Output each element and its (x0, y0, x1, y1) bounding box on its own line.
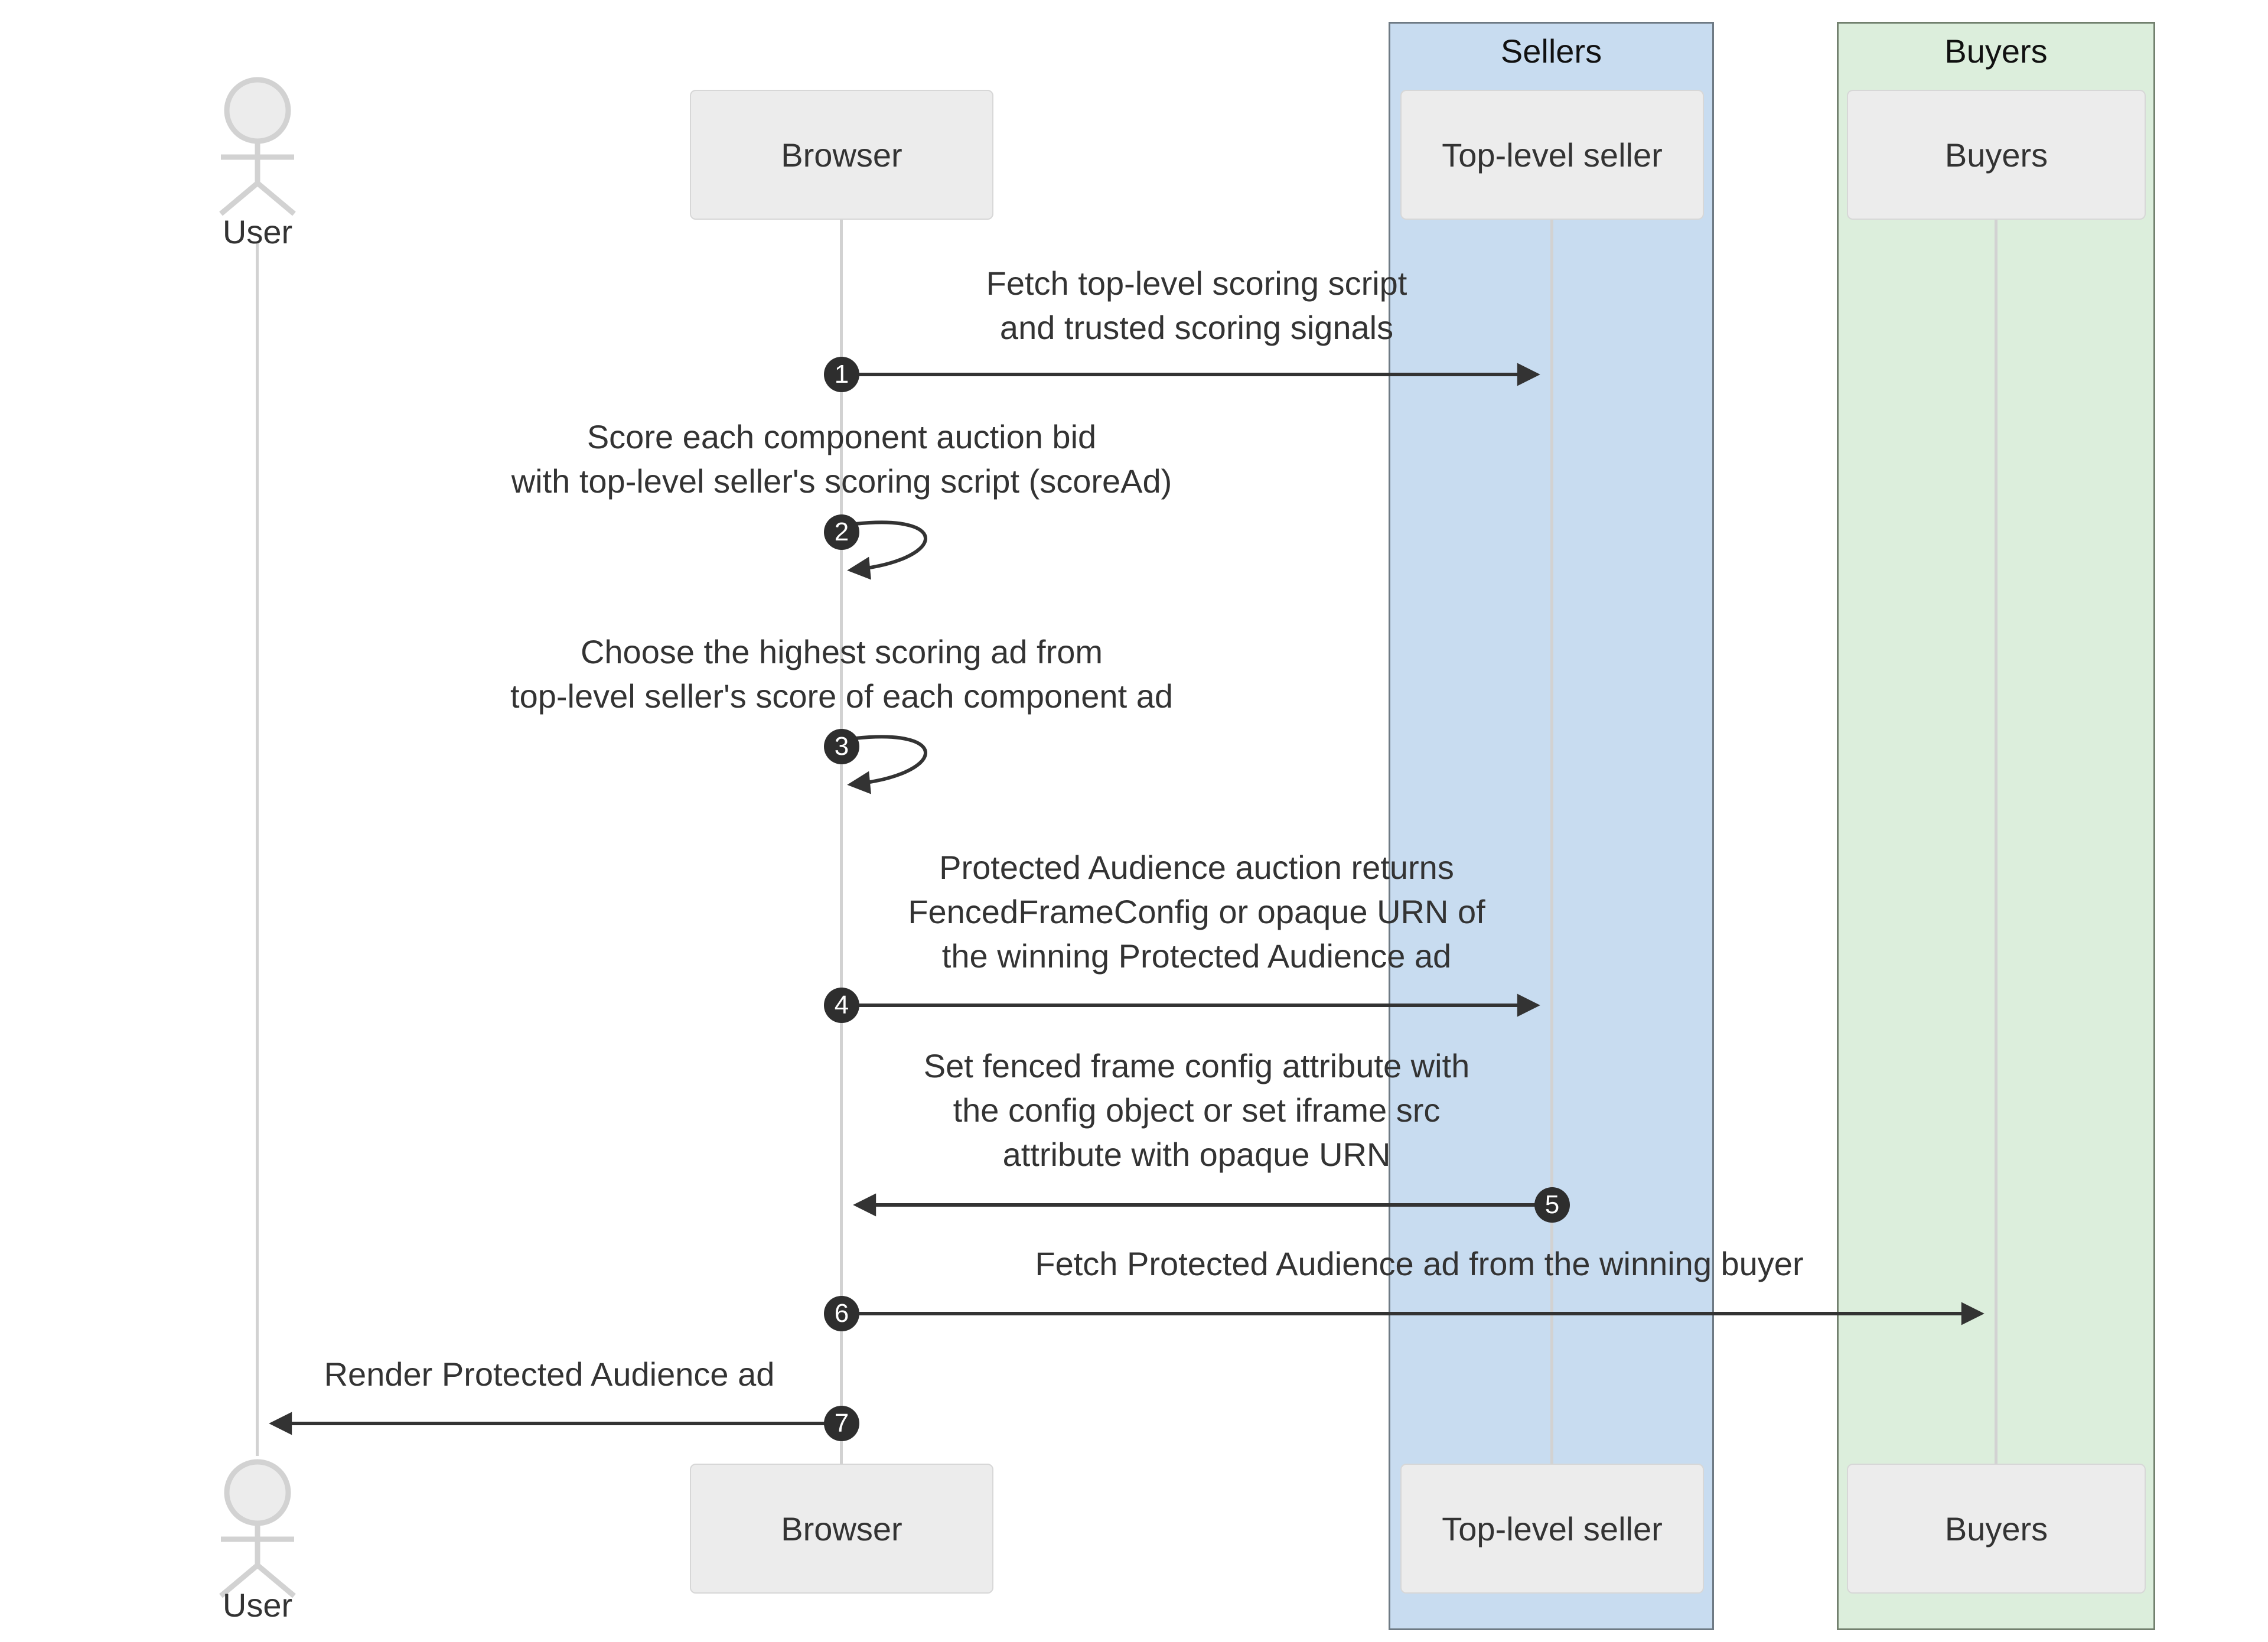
message-6-label: Fetch Protected Audience ad from the win… (1035, 1242, 1803, 1286)
message-line: with top-level seller's scoring script (… (511, 462, 1172, 500)
lifeline-browser (840, 220, 843, 1464)
message-line: Choose the highest scoring ad from (580, 633, 1103, 670)
buyers-group-label: Buyers (1944, 32, 2048, 70)
actor-box-label: Top-level seller (1442, 136, 1663, 174)
actor-label-user-top: User (222, 213, 293, 250)
actor-label-user-bottom: User (222, 1586, 293, 1624)
message-7-label: Render Protected Audience ad (324, 1352, 775, 1396)
lifeline-buyers (1995, 220, 1997, 1464)
actor-box-top-level-seller-top: Top-level seller (1400, 90, 1704, 220)
actor-box-browser-top: Browser (690, 90, 993, 220)
message-line: and trusted scoring signals (999, 309, 1394, 346)
lifeline-top-level-seller (1550, 220, 1553, 1464)
message-5-number-badge: 5 (1534, 1187, 1570, 1223)
message-5-label: Set fenced frame config attribute with t… (924, 1044, 1470, 1177)
message-6-number-badge: 6 (824, 1296, 859, 1331)
user-stick-figure-icon (219, 77, 296, 216)
message-line: top-level seller's score of each compone… (510, 677, 1173, 715)
message-line: Fetch top-level scoring script (986, 265, 1407, 302)
message-1-number-badge: 1 (824, 357, 859, 392)
message-4-number-badge: 4 (824, 988, 859, 1023)
message-1-label: Fetch top-level scoring script and trust… (986, 261, 1407, 350)
actor-box-label: Top-level seller (1442, 1510, 1663, 1547)
message-line: Set fenced frame config attribute with (923, 1047, 1470, 1084)
message-line: the winning Protected Audience ad (941, 937, 1452, 975)
actor-box-buyers-top: Buyers (1847, 90, 2146, 220)
sellers-group-label: Sellers (1500, 32, 1602, 70)
message-7-number-badge: 7 (824, 1406, 859, 1441)
actor-box-label: Buyers (1944, 136, 2048, 174)
lifeline-user (256, 242, 259, 1456)
message-3-self-loop-arrow (847, 735, 927, 794)
actor-box-browser-bottom: Browser (690, 1464, 993, 1594)
message-line: Protected Audience auction returns (939, 849, 1454, 886)
message-2-self-loop-arrow (847, 520, 927, 580)
message-3-label: Choose the highest scoring ad from top-l… (510, 630, 1173, 718)
message-line: the config object or set iframe src (953, 1092, 1441, 1129)
message-4-label: Protected Audience auction returns Fence… (908, 845, 1485, 978)
message-line: Fetch Protected Audience ad from the win… (1035, 1245, 1804, 1282)
message-line: attribute with opaque URN (1002, 1136, 1391, 1173)
message-2-label: Score each component auction bid with to… (511, 415, 1172, 503)
message-line: FencedFrameConfig or opaque URN of (908, 893, 1485, 930)
actor-box-label: Browser (781, 1510, 902, 1547)
user-stick-figure-icon (219, 1459, 296, 1598)
message-line: Score each component auction bid (586, 418, 1097, 455)
actor-box-label: Browser (781, 136, 902, 174)
message-2-number-badge: 2 (824, 514, 859, 550)
actor-box-label: Buyers (1944, 1510, 2048, 1547)
actor-box-top-level-seller-bottom: Top-level seller (1400, 1464, 1704, 1594)
actor-box-buyers-bottom: Buyers (1847, 1464, 2146, 1594)
message-line: Render Protected Audience ad (324, 1356, 775, 1393)
message-3-number-badge: 3 (824, 729, 859, 764)
